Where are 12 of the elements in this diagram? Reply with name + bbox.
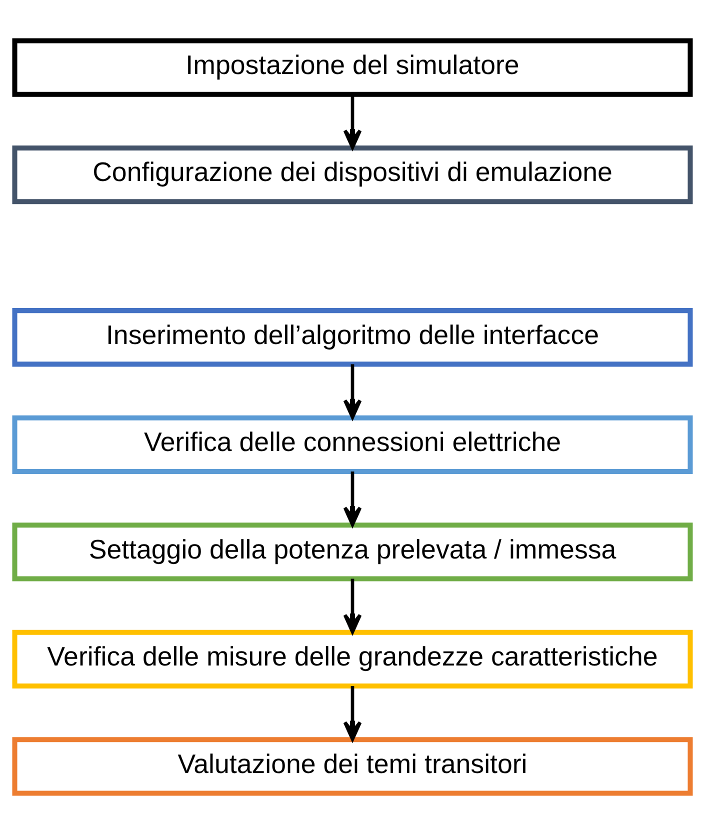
arrow [343,364,362,419]
arrow [343,578,362,634]
arrow [343,686,362,741]
node-box: Verifica delle connessioni elettriche [12,415,693,474]
node-box: Inserimento dell’algoritmo delle interfacce [12,308,693,367]
arrow [343,472,362,526]
node-box: Impostazione del simulatore [12,38,693,97]
arrow [343,94,362,150]
node-box: Verifica delle misure delle grandezze caratteristiche [12,630,693,689]
node-box: Valutazione dei temi transitori [12,737,693,796]
node-box: Configurazione dei dispositivi di emulazione [12,145,693,204]
node-box: Settaggio della potenza prelevata / immessa [12,522,693,582]
